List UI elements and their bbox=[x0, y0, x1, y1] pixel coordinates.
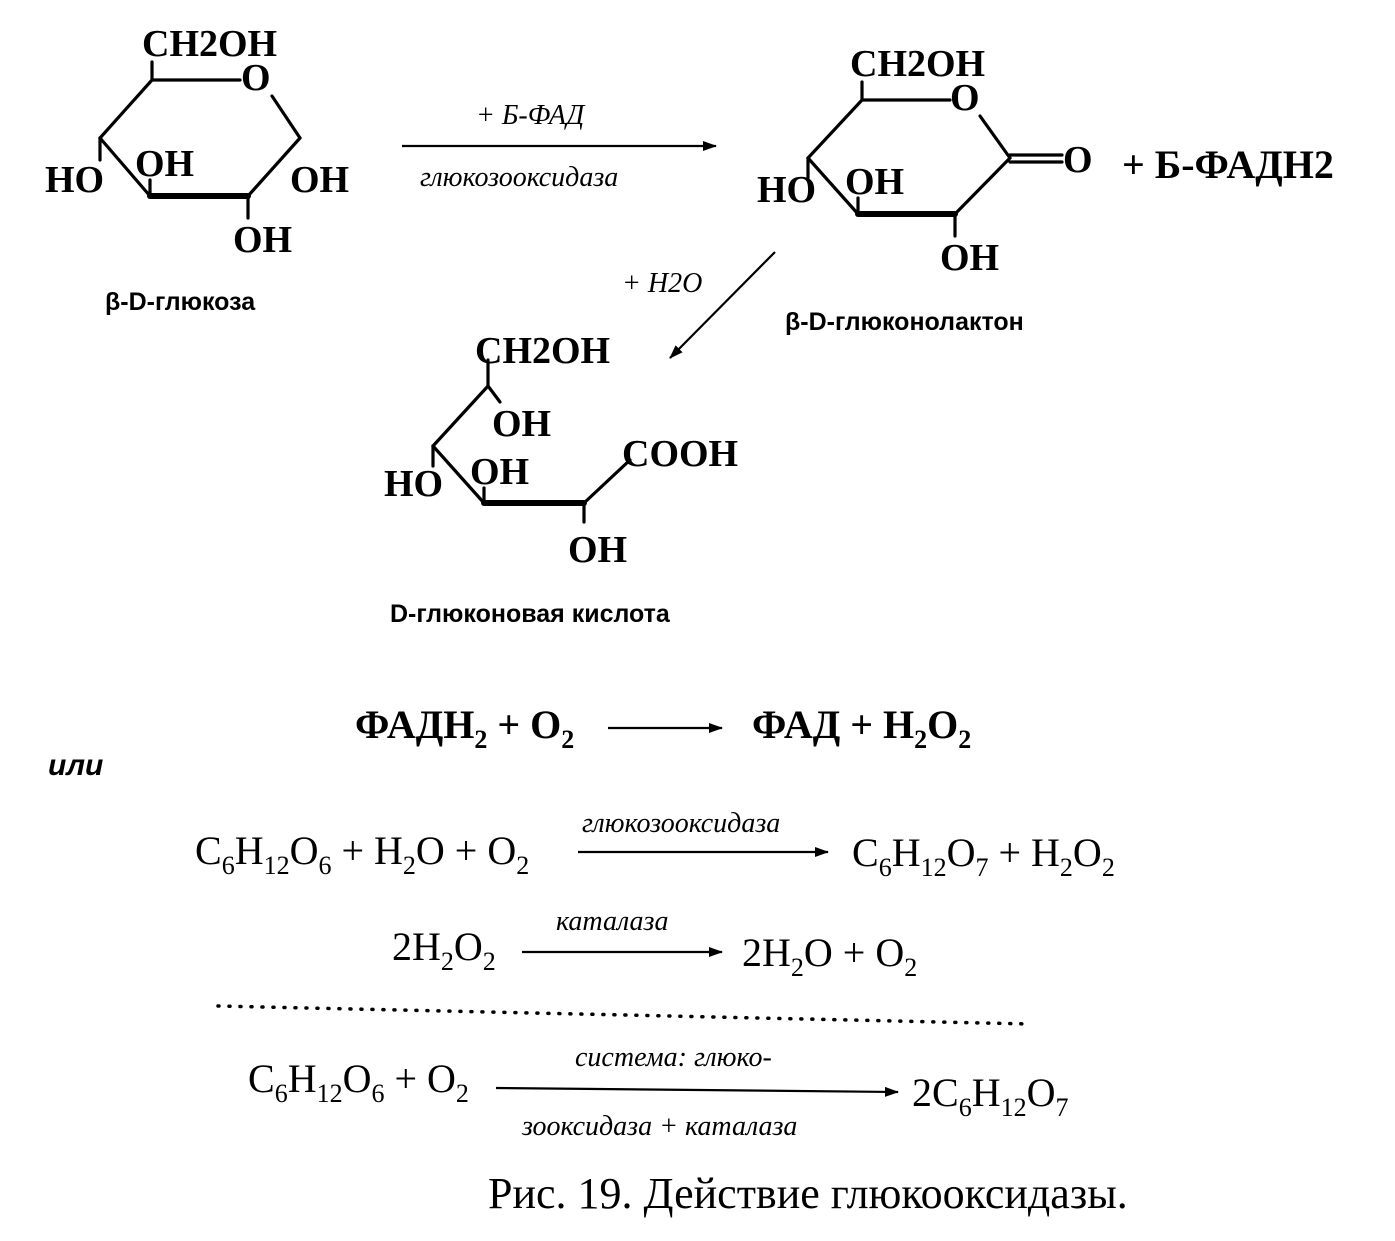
glucose-caption: β-D-глюкоза bbox=[105, 288, 256, 316]
reaction-arrow-2: + H2O bbox=[622, 251, 776, 359]
gluconic-acid-ho-label: HO bbox=[384, 463, 443, 505]
glucose-ch2oh-label: CH2OH bbox=[142, 23, 277, 65]
catalase-equation: 2H2O2 каталаза 2H2O + O2 bbox=[392, 906, 917, 982]
gluconolactone-ch2oh-label: CH2OH bbox=[850, 43, 985, 85]
combined-system-equation: C6H12O6 + O2 система: глюко- зооксидаза … bbox=[248, 1042, 1068, 1142]
water-reagent-label: + H2O bbox=[622, 268, 702, 299]
gluconolactone-oh-c2-label: OH bbox=[940, 237, 999, 279]
glucose-ring-bonds bbox=[98, 60, 302, 220]
glucose-oh-c2-label: OH bbox=[233, 219, 292, 261]
gluconolactone-oh-c3-label: OH bbox=[845, 161, 904, 203]
combined-right-side: 2C6H12O7 bbox=[912, 1070, 1068, 1122]
fad-regeneration-equation: ФАДН2 + O2 ФАД + H2O2 bbox=[355, 702, 971, 754]
fad-regeneration-right: ФАД + H2O2 bbox=[752, 702, 971, 754]
reagent-b-fad-label: + Б-ФАД bbox=[476, 100, 586, 131]
combined-left-side: C6H12O6 + O2 bbox=[248, 1056, 469, 1108]
glucose-oxidase-label: глюкозооксидаза bbox=[420, 162, 618, 193]
b-fadh2-byproduct: + Б-ФАДН2 bbox=[1122, 142, 1334, 187]
gluconolactone-structure: CH2OH O O HO OH OH β-D-глюконолактон bbox=[757, 43, 1093, 336]
gluconolactone-caption: β-D-глюконолактон bbox=[785, 308, 1024, 336]
glucose-structure: CH2OH O HO OH OH OH β-D-глюкоза bbox=[45, 23, 349, 316]
catalase-enzyme-label: каталаза bbox=[556, 906, 668, 937]
reaction-arrow-1: + Б-ФАД глюкозооксидаза bbox=[402, 100, 717, 193]
fad-regeneration-left: ФАДН2 + O2 bbox=[355, 702, 574, 754]
glucose-oh-c1-label: OH bbox=[290, 159, 349, 201]
gluconolactone-ring-oxygen-label: O bbox=[950, 77, 980, 119]
dotted-separator bbox=[216, 1004, 1032, 1026]
gluconic-acid-cooh-label: COOH bbox=[622, 433, 738, 475]
combined-enzyme-line1: система: глюко- bbox=[575, 1042, 772, 1073]
overall-left-side: C6H12O6 + H2O + O2 bbox=[195, 828, 529, 880]
catalase-left-side: 2H2O2 bbox=[392, 924, 496, 976]
glucose-oh-c3-label: OH bbox=[135, 143, 194, 185]
overall-enzyme-label: глюкозооксидаза bbox=[582, 808, 780, 839]
glucose-ho-label: HO bbox=[45, 159, 104, 201]
combined-enzyme-line2: зооксидаза + каталаза bbox=[521, 1111, 797, 1142]
gluconic-acid-oh-c5-label: OH bbox=[492, 403, 551, 445]
gluconolactone-ho-label: HO bbox=[757, 169, 816, 211]
gluconic-acid-oh-c3-label: OH bbox=[470, 451, 529, 493]
glucose-ring-oxygen-label: O bbox=[241, 57, 271, 99]
or-word: или bbox=[48, 749, 103, 782]
catalase-right-side: 2H2O + O2 bbox=[742, 930, 917, 982]
gluconic-acid-oh-c2-label: OH bbox=[568, 529, 627, 571]
glucose-oxidase-overall-equation: C6H12O6 + H2O + O2 глюкозооксидаза C6H12… bbox=[195, 808, 1115, 882]
gluconic-acid-ch2oh-label: CH2OH bbox=[475, 330, 610, 372]
gluconolactone-carbonyl-oxygen-label: O bbox=[1063, 139, 1093, 181]
gluconic-acid-bonds bbox=[431, 358, 632, 524]
gluconic-acid-caption: D-глюконовая кислота bbox=[390, 600, 671, 628]
gluconolactone-ring-bonds bbox=[806, 80, 1064, 238]
overall-right-side: C6H12O7 + H2O2 bbox=[852, 830, 1115, 882]
figure-caption: Рис. 19. Действие глюкооксидазы. bbox=[488, 1169, 1128, 1218]
gluconic-acid-structure: CH2OH OH HO OH COOH OH D-глюконовая кисл… bbox=[384, 330, 738, 628]
